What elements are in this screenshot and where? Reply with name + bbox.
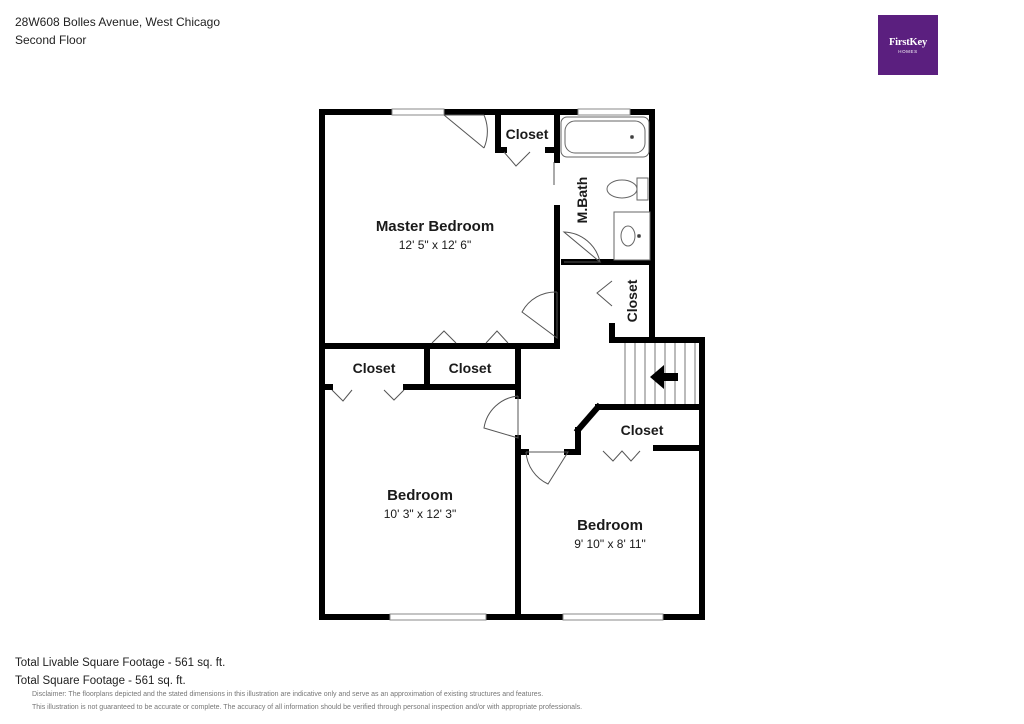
closet-label: Closet [624,279,640,322]
logo-brand: FirstKey [888,36,928,48]
closet-label: Closet [353,360,396,376]
master-bedroom-dims: 12' 5" x 12' 6" [399,238,471,252]
windows [389,108,664,621]
livable-square-footage: Total Livable Square Footage - 561 sq. f… [15,657,226,669]
stair-arrow-icon [650,365,678,389]
logo-sub: HOMES [898,48,918,54]
bedroom-left-label: Bedroom [387,487,453,504]
bedroom-left-dims: 10' 3" x 12' 3" [384,507,456,521]
toilet-icon [606,177,649,201]
disclaimer-line-1: Disclaimer: The floorplans depicted and … [32,691,544,698]
closet-label: Closet [449,360,492,376]
door-swings [331,114,641,485]
walls [319,109,705,620]
bathroom-fixtures [560,116,651,261]
firstkey-logo: FirstKey HOMES [878,15,938,75]
bedroom-right-dims: 9' 10" x 8' 11" [574,537,646,551]
master-bedroom-label: Master Bedroom [376,218,494,235]
property-address: 28W608 Bolles Avenue, West Chicago [15,15,221,29]
disclaimer-line-2: This illustration is not guaranteed to b… [32,704,583,711]
bedroom-right-label: Bedroom [577,517,643,534]
closet-label: Closet [621,422,664,438]
floor-label: Second Floor [15,33,87,47]
total-square-footage: Total Square Footage - 561 sq. ft. [15,675,186,687]
closet-label: Closet [506,126,549,142]
master-bath-label: M.Bath [574,177,590,224]
sink-icon [613,211,651,261]
